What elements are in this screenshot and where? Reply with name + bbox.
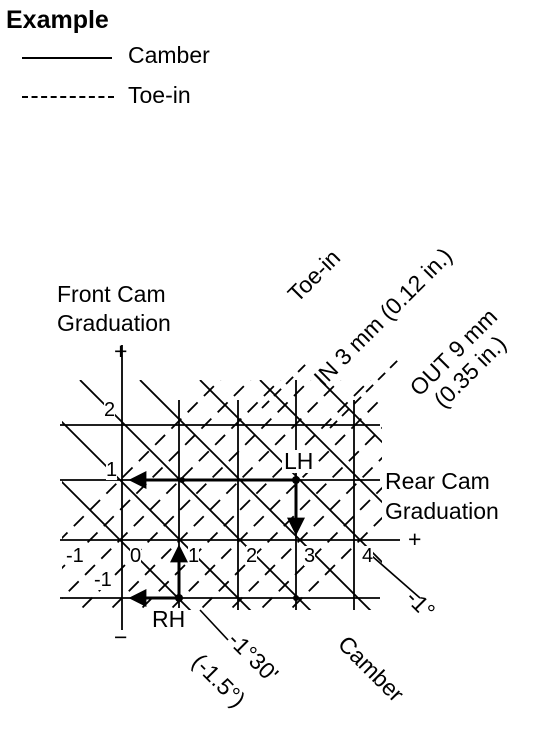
- diagram-title: Example: [6, 6, 109, 34]
- lh-label: LH: [282, 448, 316, 474]
- legend-camber-line: [22, 57, 112, 59]
- h-tick-3: 3: [304, 545, 316, 567]
- h-tick-4: 4: [362, 545, 374, 567]
- front-cam-plus: +: [114, 338, 128, 364]
- setting-points: [175, 476, 300, 602]
- rear-cam-label-2: Graduation: [385, 498, 499, 524]
- adjustment-arrows: [128, 471, 305, 607]
- v-tick-2: 2: [104, 399, 116, 421]
- lh-target-point: [179, 477, 185, 483]
- h-tick-0: 0: [130, 545, 142, 567]
- legend-toein-line: [22, 96, 114, 98]
- front-cam-label-2: Graduation: [57, 310, 171, 336]
- front-cam-minus: −: [114, 624, 128, 650]
- grid-vertical-lines: [121, 345, 355, 630]
- legend-camber-label: Camber: [128, 42, 210, 68]
- rh-target-point: [293, 595, 299, 601]
- toein-leaders: [261, 357, 401, 429]
- v-tick-1: 1: [106, 459, 118, 481]
- h-tick-neg1: -1: [66, 545, 84, 567]
- h-tick-2: 2: [246, 545, 258, 567]
- rear-cam-plus: +: [408, 526, 422, 552]
- rh-label: RH: [150, 606, 188, 632]
- rear-cam-label-1: Rear Cam: [385, 468, 490, 494]
- front-cam-label-1: Front Cam: [57, 281, 166, 307]
- lh-point: [292, 476, 300, 484]
- toein-diagonals: [62, 380, 382, 610]
- camber-line-extensions: [199, 555, 421, 641]
- legend-toein-label: Toe-in: [128, 82, 191, 108]
- v-tick-neg1: -1: [94, 569, 112, 591]
- h-tick-1: 1: [188, 545, 200, 567]
- rh-point: [175, 594, 183, 602]
